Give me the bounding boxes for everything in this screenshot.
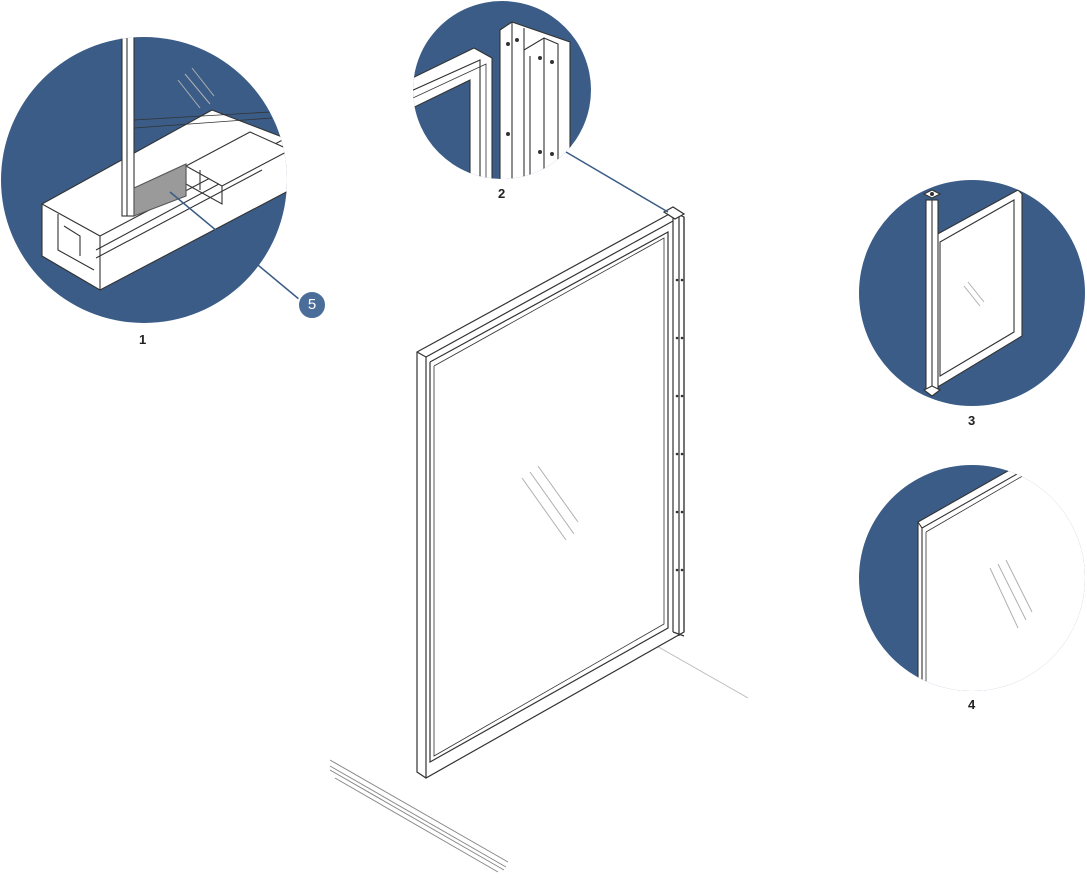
- post-holes: [675, 278, 684, 572]
- detail-2-circle: [413, 1, 591, 179]
- detail-label-1: 1: [139, 332, 147, 347]
- detail-label-4: 4: [968, 697, 976, 712]
- floor-lines: [329, 644, 749, 873]
- detail-4-circle: [859, 465, 1085, 691]
- main-glass-panel: [416, 206, 686, 779]
- leader-line-5: [169, 191, 301, 301]
- detail-1-circle: [1, 37, 287, 323]
- leader-line-2: [565, 151, 669, 213]
- detail-label-3: 3: [968, 413, 976, 428]
- glass-hatch: [521, 465, 579, 541]
- marker-5: 5: [297, 290, 327, 320]
- detail-3-circle: [859, 180, 1085, 406]
- detail-label-2: 2: [498, 186, 506, 201]
